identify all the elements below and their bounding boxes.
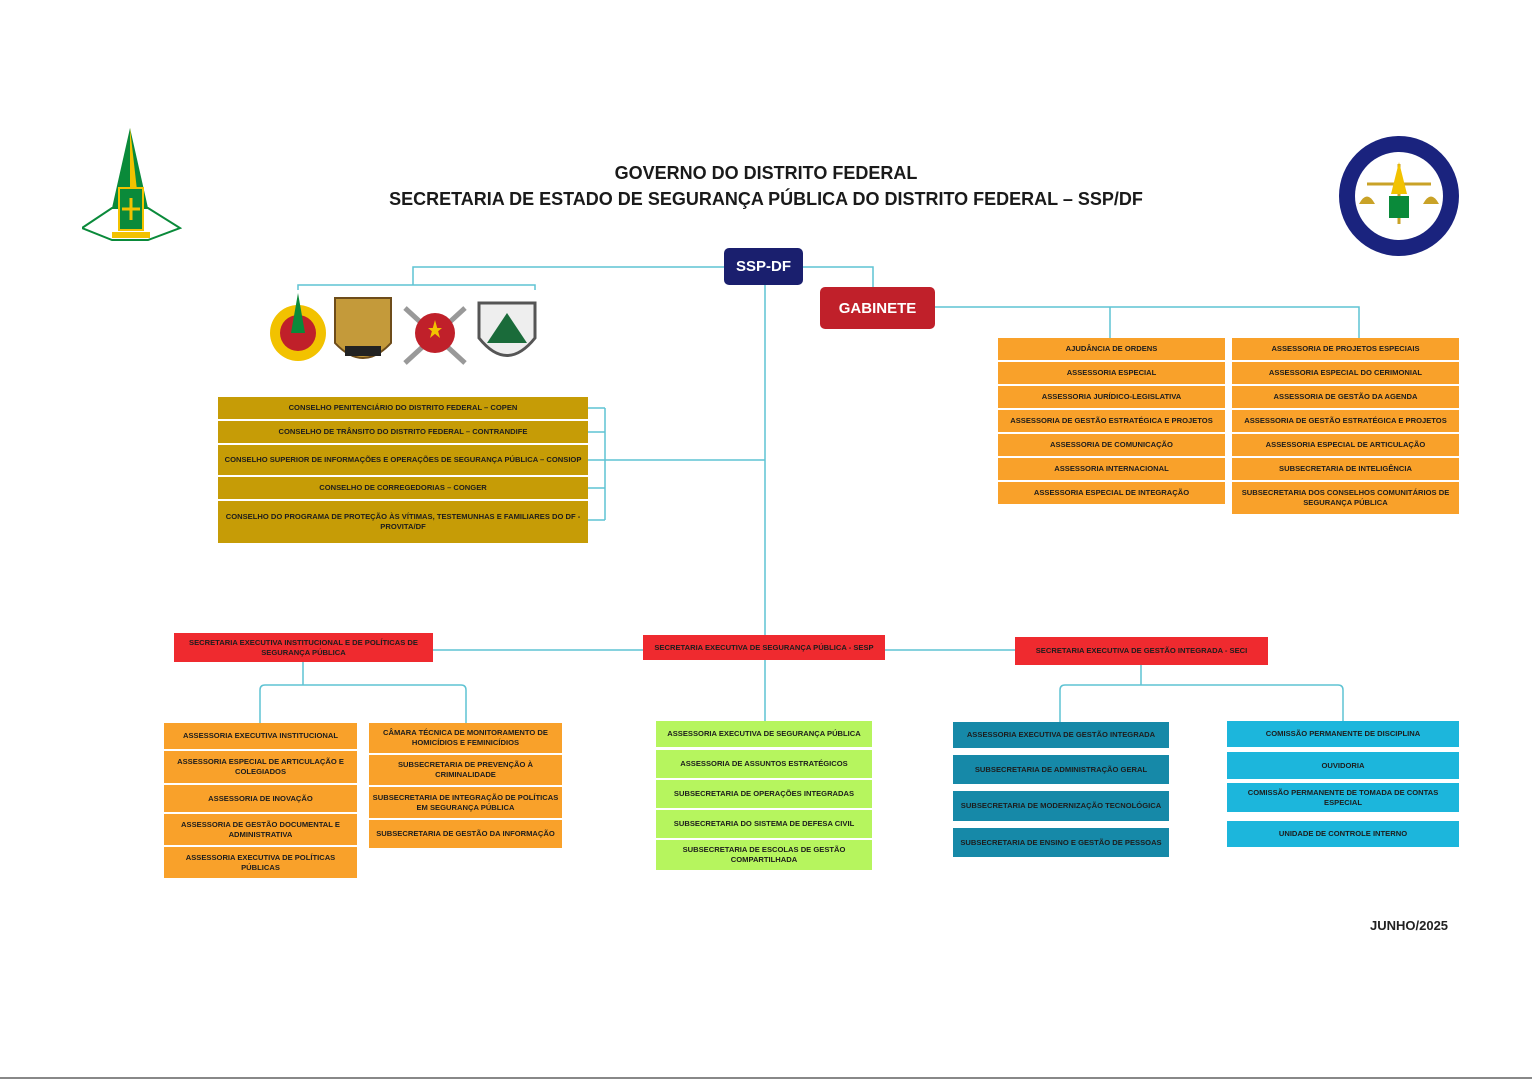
sesp-unit[interactable]: SUBSECRETARIA DE OPERAÇÕES INTEGRADAS [656, 780, 872, 808]
council-unit[interactable]: CONSELHO PENITENCIÁRIO DO DISTRITO FEDER… [218, 397, 588, 419]
ssp-df-root-node[interactable]: SSP-DF [724, 248, 803, 285]
institucional-unit[interactable]: ASSESSORIA EXECUTIVA DE POLÍTICAS PÚBLIC… [164, 847, 357, 878]
institucional-unit[interactable]: SUBSECRETARIA DE PREVENÇÃO À CRIMINALIDA… [369, 755, 562, 785]
secretaria-executiva-seci[interactable]: SECRETARIA EXECUTIVA DE GESTÃO INTEGRADA… [1015, 637, 1268, 665]
seci-unit[interactable]: SUBSECRETARIA DE ADMINISTRAÇÃO GERAL [953, 755, 1169, 784]
gabinete-unit[interactable]: ASSESSORIA INTERNACIONAL [998, 458, 1225, 480]
council-unit[interactable]: CONSELHO DE CORREGEDORIAS – CONGER [218, 477, 588, 499]
gabinete-unit[interactable]: ASSESSORIA ESPECIAL DO CERIMONIAL [1232, 362, 1459, 384]
bombeiros-emblem-icon [403, 306, 467, 365]
police-shields [270, 293, 537, 365]
institucional-unit[interactable]: ASSESSORIA EXECUTIVA INSTITUCIONAL [164, 723, 357, 749]
secretaria-executiva-sesp[interactable]: SECRETARIA EXECUTIVA DE SEGURANÇA PÚBLIC… [643, 635, 885, 660]
date-footer: JUNHO/2025 [1370, 918, 1449, 933]
pmdf-shield-icon [270, 293, 326, 361]
gabinete-unit[interactable]: SUBSECRETARIA DOS CONSELHOS COMUNITÁRIOS… [1232, 482, 1459, 514]
institucional-unit[interactable]: ASSESSORIA DE GESTÃO DOCUMENTAL E ADMINI… [164, 814, 357, 845]
gabinete-unit[interactable]: AJUDÂNCIA DE ORDENS [998, 338, 1225, 360]
institucional-unit[interactable]: SUBSECRETARIA DE INTEGRAÇÃO DE POLÍTICAS… [369, 787, 562, 818]
header-secretariat: SECRETARIA DE ESTADO DE SEGURANÇA PÚBLIC… [389, 189, 1143, 209]
sesp-unit[interactable]: SUBSECRETARIA DE ESCOLAS DE GESTÃO COMPA… [656, 840, 872, 870]
sesp-unit[interactable]: ASSESSORIA DE ASSUNTOS ESTRATÉGICOS [656, 750, 872, 778]
gabinete-unit[interactable]: ASSESSORIA DE GESTÃO ESTRATÉGICA E PROJE… [998, 410, 1225, 432]
secretaria-executiva-institucional[interactable]: SECRETARIA EXECUTIVA INSTITUCIONAL E DE … [174, 633, 433, 662]
institucional-unit[interactable]: CÂMARA TÉCNICA DE MONITORAMENTO DE HOMIC… [369, 723, 562, 753]
sesp-unit[interactable]: SUBSECRETARIA DO SISTEMA DE DEFESA CIVIL [656, 810, 872, 838]
seci-unit[interactable]: ASSESSORIA EXECUTIVA DE GESTÃO INTEGRADA [953, 722, 1169, 748]
seci-unit[interactable]: COMISSÃO PERMANENTE DE DISCIPLINA [1227, 721, 1459, 747]
gabinete-unit[interactable]: ASSESSORIA JURÍDICO-LEGISLATIVA [998, 386, 1225, 408]
gabinete-node[interactable]: GABINETE [820, 287, 935, 329]
seci-unit[interactable]: OUVIDORIA [1227, 752, 1459, 779]
institucional-unit[interactable]: ASSESSORIA DE INOVAÇÃO [164, 785, 357, 812]
council-unit[interactable]: CONSELHO DE TRÂNSITO DO DISTRITO FEDERAL… [218, 421, 588, 443]
institucional-unit[interactable]: ASSESSORIA ESPECIAL DE ARTICULAÇÃO E COL… [164, 751, 357, 783]
council-unit[interactable]: CONSELHO SUPERIOR DE INFORMAÇÕES E OPERA… [218, 445, 588, 475]
header-government: GOVERNO DO DISTRITO FEDERAL [614, 163, 918, 183]
detran-shield-icon [477, 301, 537, 357]
gabinete-unit[interactable]: ASSESSORIA ESPECIAL DE INTEGRAÇÃO [998, 482, 1225, 504]
seci-unit[interactable]: UNIDADE DE CONTROLE INTERNO [1227, 821, 1459, 847]
df-brasao-logo [82, 128, 182, 241]
seci-unit[interactable]: COMISSÃO PERMANENTE DE TOMADA DE CONTAS … [1227, 783, 1459, 812]
seci-unit[interactable]: SUBSECRETARIA DE ENSINO E GESTÃO DE PESS… [953, 828, 1169, 857]
council-unit[interactable]: CONSELHO DO PROGRAMA DE PROTEÇÃO ÀS VÍTI… [218, 501, 588, 543]
ssp-df-seal-logo [1339, 136, 1459, 256]
page-bottom-border [0, 1077, 1532, 1079]
gabinete-unit[interactable]: ASSESSORIA ESPECIAL DE ARTICULAÇÃO [1232, 434, 1459, 456]
seci-unit[interactable]: SUBSECRETARIA DE MODERNIZAÇÃO TECNOLÓGIC… [953, 791, 1169, 821]
institucional-unit[interactable]: SUBSECRETARIA DE GESTÃO DA INFORMAÇÃO [369, 820, 562, 848]
sesp-unit[interactable]: ASSESSORIA EXECUTIVA DE SEGURANÇA PÚBLIC… [656, 721, 872, 747]
gabinete-unit[interactable]: ASSESSORIA DE PROJETOS ESPECIAIS [1232, 338, 1459, 360]
gabinete-unit[interactable]: ASSESSORIA ESPECIAL [998, 362, 1225, 384]
gabinete-unit[interactable]: ASSESSORIA DE COMUNICAÇÃO [998, 434, 1225, 456]
policia-civil-badge-icon [334, 297, 392, 359]
gabinete-unit[interactable]: SUBSECRETARIA DE INTELIGÊNCIA [1232, 458, 1459, 480]
gabinete-unit[interactable]: ASSESSORIA DE GESTÃO DA AGENDA [1232, 386, 1459, 408]
gabinete-unit[interactable]: ASSESSORIA DE GESTÃO ESTRATÉGICA E PROJE… [1232, 410, 1459, 432]
